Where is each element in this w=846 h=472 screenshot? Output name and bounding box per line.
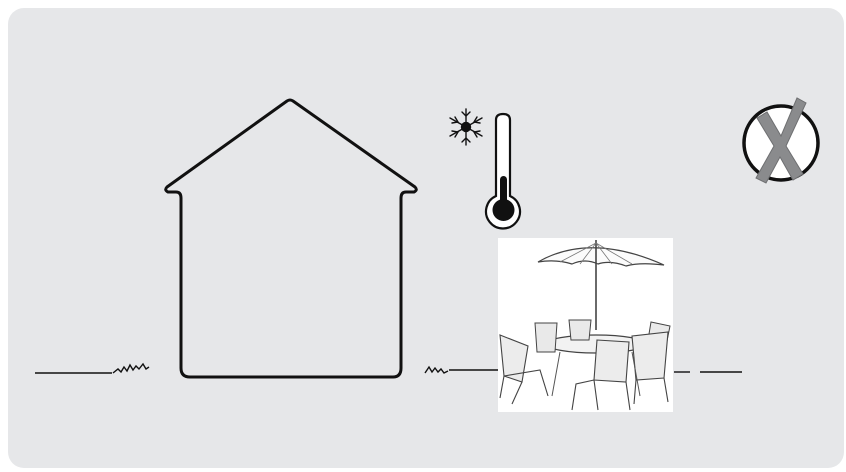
patio-furniture-image — [498, 238, 673, 412]
ground-line-left — [35, 364, 149, 373]
snowflake-icon — [450, 109, 482, 145]
thermometer-cold-icon — [486, 114, 520, 228]
house-outline-icon — [166, 100, 417, 377]
close-x-icon — [744, 98, 818, 183]
